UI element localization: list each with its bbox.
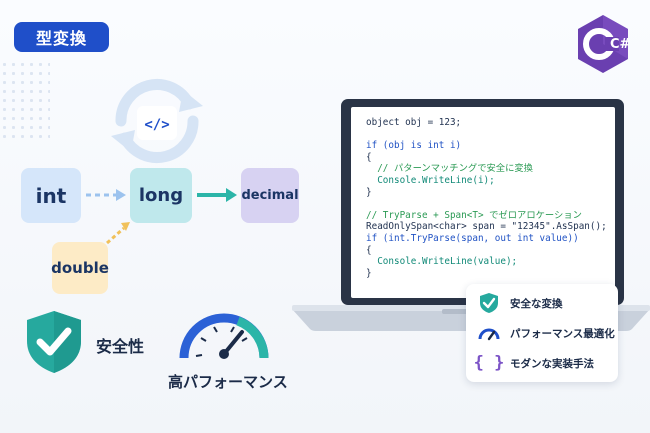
feature-safe-conversion: 安全な変換 (478, 292, 563, 314)
code-line: if (int.TryParse(span, out int value)) (366, 232, 579, 244)
feature-performance: パフォーマンス最適化 (478, 322, 615, 344)
braces-icon: { } (473, 353, 505, 373)
code-bracket-icon: </> (144, 117, 169, 133)
code-line: Console.WriteLine(i); (377, 174, 495, 186)
code-line: if (obj is int i) (366, 140, 462, 152)
feature-label: モダンな実装手法 (510, 357, 594, 370)
code-line: object obj = 123; (366, 117, 462, 128)
type-int: int (21, 168, 81, 223)
code-comment: // パターンマッチングで安全に変換 (377, 163, 533, 175)
speed-gauge-icon (179, 313, 269, 359)
code-comment: // TryParse + Span<T> でゼロアロケーション (366, 209, 582, 221)
arrow-double-to-long (106, 226, 125, 245)
safety-label: 安全性 (96, 337, 145, 356)
type-double: double (51, 242, 109, 294)
code-line: { (366, 244, 372, 256)
csharp-logo-icon: C# (578, 15, 631, 73)
gauge-icon (478, 322, 500, 344)
code-line: Console.WriteLine(value); (377, 256, 518, 268)
code-block: object obj = 123; if (obj is int i) { //… (366, 117, 607, 279)
code-line: } (366, 186, 372, 198)
logo-text: C# (610, 37, 631, 52)
title-badge: 型変換 (14, 22, 109, 52)
code-line: { (366, 151, 372, 163)
code-panel (351, 107, 615, 298)
code-line: ReadOnlySpan<char> span = "12345".AsSpan… (366, 221, 607, 233)
feature-label: 安全な変換 (510, 297, 563, 310)
dot-pattern (0, 60, 50, 140)
code-line: } (366, 267, 372, 279)
performance-label: 高パフォーマンス (168, 373, 288, 391)
feature-modern: { } モダンな実装手法 (473, 352, 594, 374)
refresh-cycle-icon: </> (111, 79, 203, 163)
big-shield-check-icon (27, 311, 81, 373)
type-long: long (130, 168, 192, 223)
feature-label: パフォーマンス最適化 (510, 327, 615, 340)
feature-card: 安全な変換 パフォーマンス最適化 { } モダンな実装手法 (466, 284, 618, 382)
shield-check-icon (478, 292, 500, 314)
type-decimal: decimal (241, 168, 299, 223)
